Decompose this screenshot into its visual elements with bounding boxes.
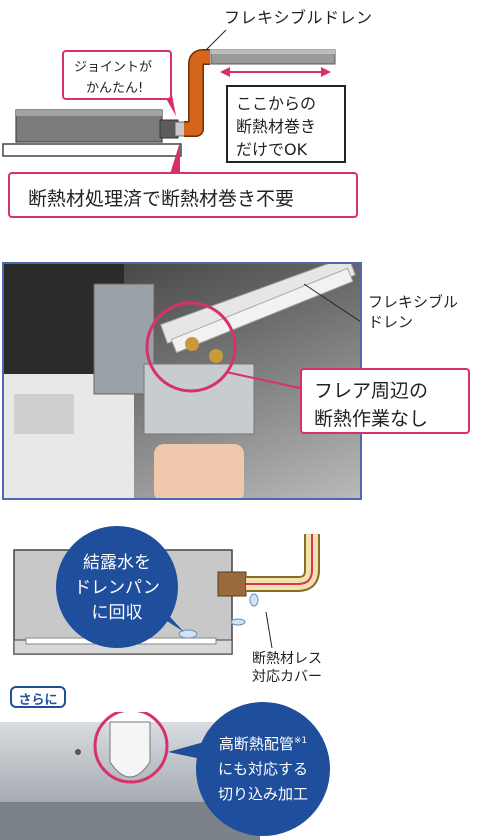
cover-outline: [246, 534, 313, 585]
joint-bubble-line-2: かんたん!: [86, 81, 144, 96]
insulated-pipe-2: [170, 267, 354, 354]
joint-collar: [174, 121, 186, 137]
notch-bubble-line-2: にも対応する: [217, 760, 308, 778]
flare-nut-2: [209, 349, 223, 363]
cover-label: 断熱材レス 対応カバー: [252, 650, 322, 686]
joint-easy-bubble: ジョイントが かんたん!: [62, 50, 172, 100]
cover-label-line-1: 断熱材レス: [252, 651, 322, 667]
more-badge-text: さらに: [18, 693, 58, 708]
flare-highlight-circle: [145, 301, 237, 393]
junction-box: [143, 363, 255, 435]
range-arrow-right-head: [321, 67, 331, 77]
flare-photo-illustration: [4, 264, 360, 498]
condensation-bubble-line-1: 結露水を: [83, 553, 151, 573]
condensation-bubble: 結露水を ドレンパン に回収: [56, 526, 178, 648]
notch-bubble: 高断熱配管※1 にも対応する 切り込み加工: [196, 702, 330, 836]
drain-diagram-illustration: [2, 29, 336, 174]
condensation-bubble-line-3: に回収: [91, 603, 143, 623]
insulation-done-banner-text: 断熱材処理済で断熱材巻き不要: [28, 188, 295, 210]
drain-riser-outline: [246, 534, 320, 592]
flexible-drain-label-2: フレキシブル ドレン: [368, 292, 458, 332]
insulation-note-line-2: 断熱材巻き: [236, 117, 317, 136]
banner-tail: [170, 142, 180, 174]
drain-socket: [217, 571, 247, 597]
notch-bubble-line-1: 高断熱配管※1: [196, 733, 330, 754]
flare-nut-1: [185, 337, 199, 351]
unit-grille: [14, 394, 74, 434]
water-puddle-2: [230, 618, 246, 626]
flare-callout-line-2: 断熱作業なし: [314, 408, 429, 430]
water-droplet: [249, 593, 259, 607]
notch-highlight-circle: [93, 712, 169, 784]
insulation-note-box: ここからの 断熱材巻き だけでOK: [226, 85, 346, 163]
flexible-drain-label: フレキシブルドレン: [224, 8, 373, 27]
cover-leader: [265, 611, 273, 649]
drain-leader: [303, 283, 360, 322]
insulation-note-line-3: だけでOK: [236, 140, 308, 159]
flexible-drain-leader: [205, 29, 227, 51]
flare-callout: フレア周辺の 断熱作業なし: [300, 368, 470, 434]
flexible-drain-label-2-line-2: ドレン: [368, 313, 414, 331]
flare-leader: [225, 371, 305, 390]
screw-hole-1: [75, 749, 81, 755]
hand: [154, 444, 244, 498]
notch-bubble-footnote: ※1: [293, 736, 308, 746]
condensation-bubble-line-2: ドレンパン: [74, 578, 160, 598]
water-puddle-1: [178, 629, 198, 639]
cover-label-line-2: 対応カバー: [252, 669, 322, 685]
flexible-drain-label-2-line-1: フレキシブル: [368, 293, 459, 311]
flare-callout-line-1: フレア周辺の: [314, 380, 429, 402]
range-arrow-left-head: [220, 67, 230, 77]
unit-top-bevel: [16, 110, 162, 116]
notch-bubble-line-3: 切り込み加工: [217, 785, 308, 803]
insulation-done-banner: 断熱材処理済で断熱材巻き不要: [8, 172, 358, 218]
insulation-note-line-1: ここからの: [236, 94, 317, 113]
joint-bubble-line-1: ジョイントが: [74, 60, 153, 75]
drain-pipe-highlight: [211, 50, 335, 54]
base-plate: [2, 143, 182, 157]
flexible-drain-pipe: [184, 50, 210, 136]
notch-bubble-line-1-main: 高断熱配管: [218, 735, 294, 753]
notch-cutout: [109, 721, 151, 778]
more-badge: さらに: [10, 686, 66, 708]
